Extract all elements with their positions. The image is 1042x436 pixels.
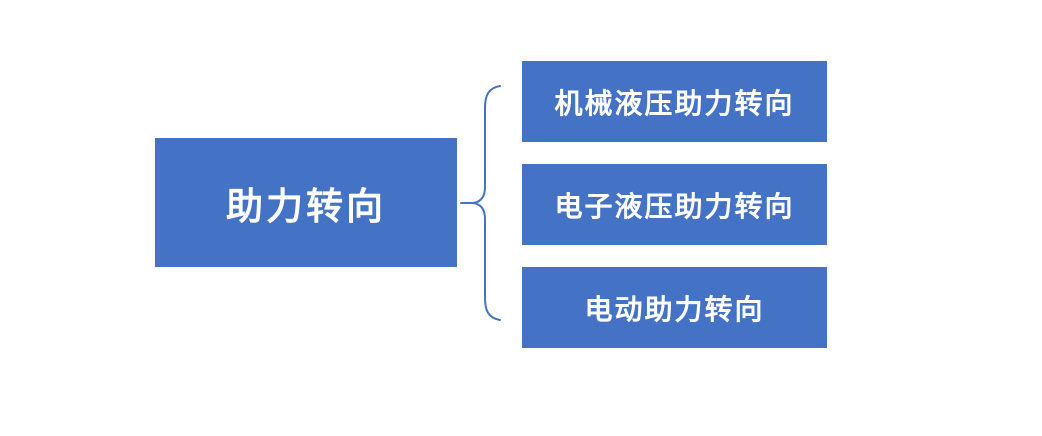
left-curly-brace-icon — [460, 85, 501, 321]
child-node-label: 电动助力转向 — [584, 293, 765, 325]
child-node-mechanical-hydraulic: 机械液压助力转向 — [522, 61, 827, 142]
child-node-label: 机械液压助力转向 — [554, 87, 795, 119]
root-node: 助力转向 — [155, 138, 457, 267]
root-node-label: 助力转向 — [226, 185, 386, 227]
child-node-electric: 电动助力转向 — [522, 267, 827, 348]
child-node-electro-hydraulic: 电子液压助力转向 — [522, 164, 827, 245]
child-node-label: 电子液压助力转向 — [554, 190, 795, 222]
